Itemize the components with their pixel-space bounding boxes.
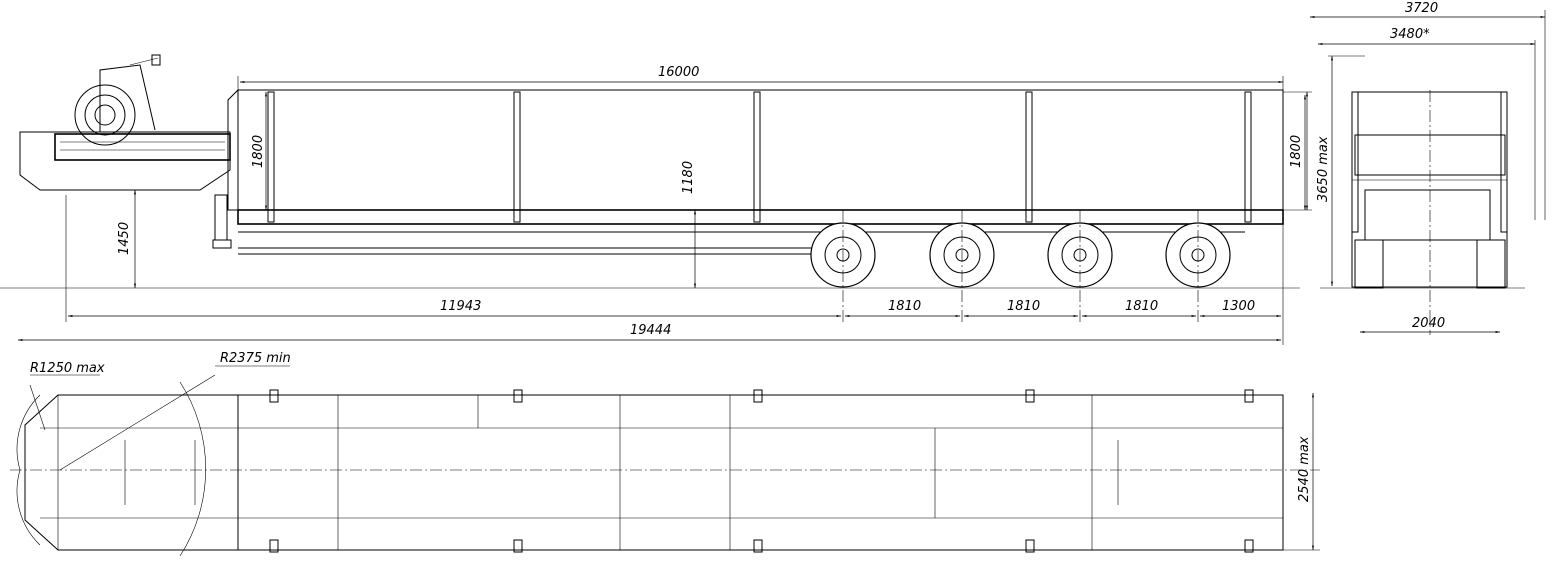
dim-kingpin-height: 1450 [40, 189, 140, 289]
overall-width-label: 3720 [1405, 1, 1438, 16]
deck-height-label: 1180 [681, 161, 696, 194]
deck-length-label: 16000 [658, 65, 699, 80]
dim-max-height: 3650 max [1316, 55, 1365, 287]
track-width-label: 2040 [1412, 316, 1445, 331]
dim-chain: 11943 1810 1810 1810 1300 19444 [17, 195, 1284, 345]
max-width-label: 2540 max [1297, 436, 1312, 502]
turning-radius-label: R2375 min [220, 351, 291, 366]
tractor-cab [19, 54, 231, 191]
dim-turning-radius: R2375 min [215, 351, 291, 367]
side-wheels [810, 210, 1231, 322]
dim-stake-height-front: 1800 [251, 91, 267, 211]
dim-overall-width: 3720 [1309, 1, 1546, 220]
axle-spacing-3-label: 1810 [1125, 299, 1158, 314]
overall-length-label: 19444 [630, 323, 671, 338]
kingpin-height-label: 1450 [117, 222, 132, 255]
top-view: R1250 max R2375 min 2540 max [10, 351, 1320, 557]
rear-view: 3720 3480* 3650 max 2040 [1304, 1, 1546, 335]
dim-max-width: 2540 max [1283, 392, 1320, 551]
dim-front-radius: R1250 max [30, 361, 105, 376]
side-view: 16000 1800 1180 1800 1450 [0, 54, 1312, 345]
dim-deck-length: 16000 [237, 65, 1284, 92]
stake-height-rear-label: 1800 [1289, 135, 1304, 168]
dim-stake-height-rear: 1800 [1283, 91, 1312, 211]
kingpin-to-axle-label: 11943 [440, 299, 481, 314]
stake-height-front-label: 1800 [251, 135, 266, 168]
max-height-label: 3650 max [1316, 136, 1331, 202]
axle-spacing-1-label: 1810 [888, 299, 921, 314]
axle-spacing-2-label: 1810 [1007, 299, 1040, 314]
dim-body-width: 3480* [1317, 27, 1536, 220]
body-width-label: 3480* [1390, 27, 1430, 42]
rear-overhang-label: 1300 [1222, 299, 1255, 314]
front-radius-label: R1250 max [30, 361, 105, 376]
trailer-deck [212, 88, 1284, 255]
dim-track-width: 2040 [1359, 316, 1501, 333]
dim-deck-height: 1180 [681, 161, 696, 289]
